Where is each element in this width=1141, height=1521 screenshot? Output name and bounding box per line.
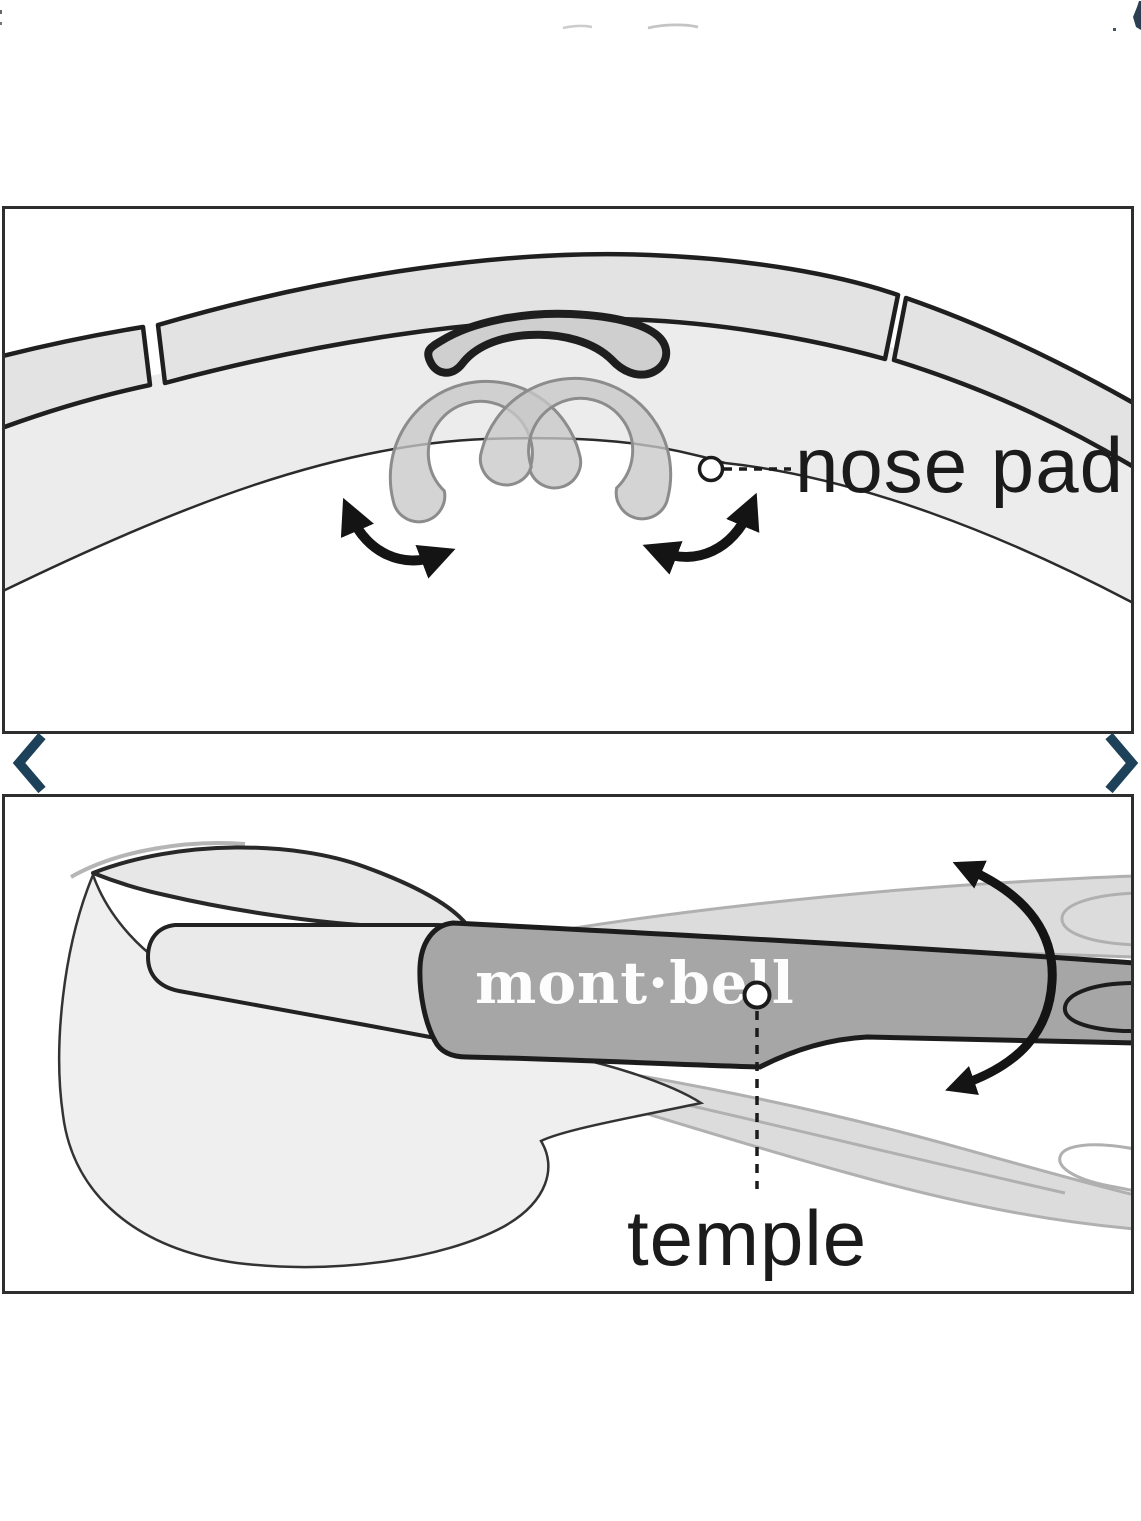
chevron-left-icon[interactable] [11, 731, 49, 795]
nose-pad-adjust-arrows [340, 492, 760, 579]
brand-logo-text: mont·bell [475, 949, 795, 1017]
slide-top-view[interactable]: nose pad [2, 206, 1134, 734]
top-view-illustration: nose pad [5, 251, 1131, 604]
leader-dot [697, 455, 725, 483]
temple-tip-detail [1062, 981, 1131, 1033]
side-view-illustration: mont·bell temple [58, 841, 1131, 1282]
edge-artifacts [0, 1, 1141, 31]
temple-adjust-arrow [945, 860, 1057, 1095]
temple-callout: temple [627, 980, 867, 1282]
frame-bridge [424, 309, 671, 379]
lens-ghost-edge [70, 841, 246, 879]
chevron-right-icon[interactable] [1102, 731, 1140, 795]
temple-label: temple [627, 1194, 867, 1282]
lens-top-view [5, 310, 1131, 604]
frame-brow [91, 845, 469, 930]
nose-pad-label: nose pad [795, 421, 1124, 509]
leader-dot [742, 980, 772, 1010]
nose-pad-callout: nose pad [697, 421, 1124, 509]
slide-side-view[interactable]: mont·bell temple [2, 794, 1134, 1294]
